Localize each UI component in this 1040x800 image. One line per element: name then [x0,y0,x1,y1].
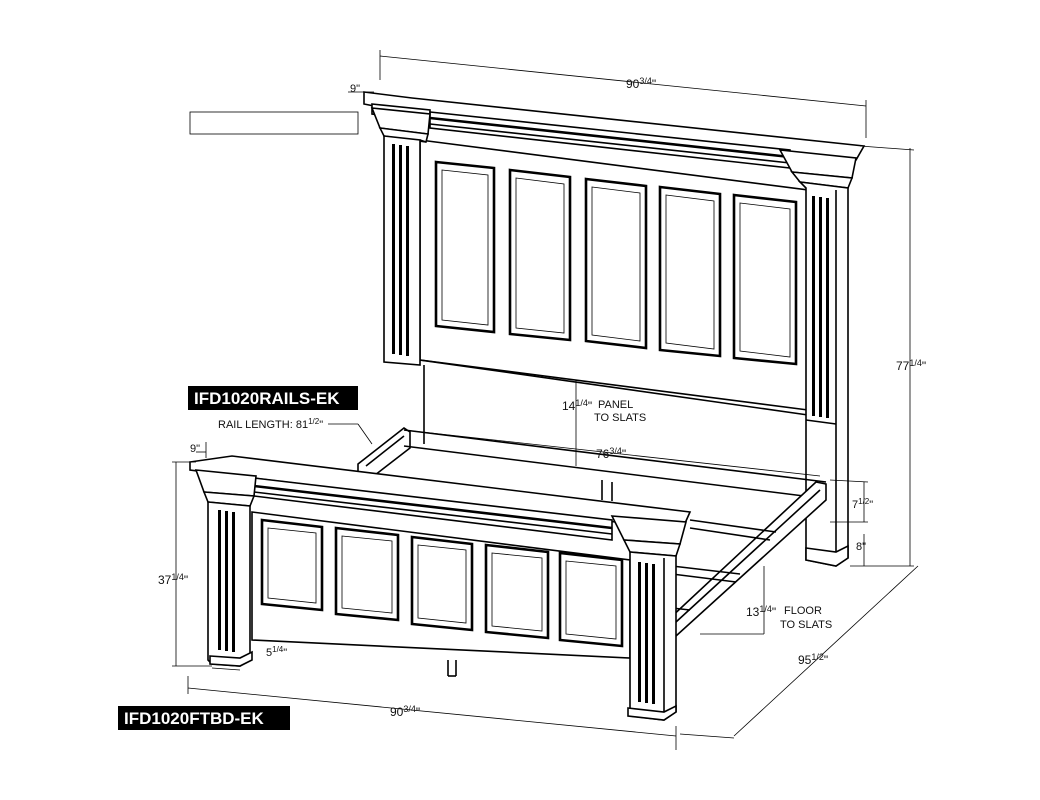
footboard-leg-label: 51/4" [266,645,287,659]
dimension-lines [172,50,919,750]
rail-height-label: 71/2" [852,497,873,511]
footboard-part-label: IFD1020FTBD-EK [118,706,290,730]
panel-to-slats-text-2: TO SLATS [594,412,646,424]
footboard-left-post-grooves [218,510,235,652]
footboard-width-label: 903/4" [390,704,420,719]
dimension-labels: 903/4" 9" 771/4" 141/4" PANEL TO SLATS R… [158,76,926,719]
floor-to-slats-value: 131/4" [746,604,776,619]
rail-floor-label: 8" [856,541,866,553]
headboard-left-post-grooves [392,144,409,356]
headboard-depth-label: 9" [350,83,360,95]
footboard-panels [260,518,624,648]
footboard [189,455,692,721]
panel-to-slats-value: 141/4" [562,398,592,413]
headboard-width-label: 903/4" [626,76,656,91]
footboard-right-post-grooves [638,562,655,704]
headboard-right-post-grooves [812,196,829,418]
panel-to-slats-text-1: PANEL [598,399,633,411]
footboard-height-label: 371/4" [158,572,188,587]
floor-to-slats-text-2: TO SLATS [780,619,832,631]
headboard-height-label: 771/4" [896,358,926,373]
rails-part-label: IFD1020RAILS-EK [188,386,358,410]
overall-length-label: 951/2" [798,652,828,667]
inner-width-label: 763/4" [596,446,626,461]
floor-to-slats-text-1: FLOOR [784,605,822,617]
footboard-part-text: IFD1020FTBD-EK [124,709,265,728]
rails-part-text: IFD1020RAILS-EK [194,389,340,408]
headboard [363,91,866,567]
rail-length-label: RAIL LENGTH: 811/2" [218,417,323,431]
headboard-panels [434,160,798,366]
footboard-depth-label: 9" [190,443,200,455]
